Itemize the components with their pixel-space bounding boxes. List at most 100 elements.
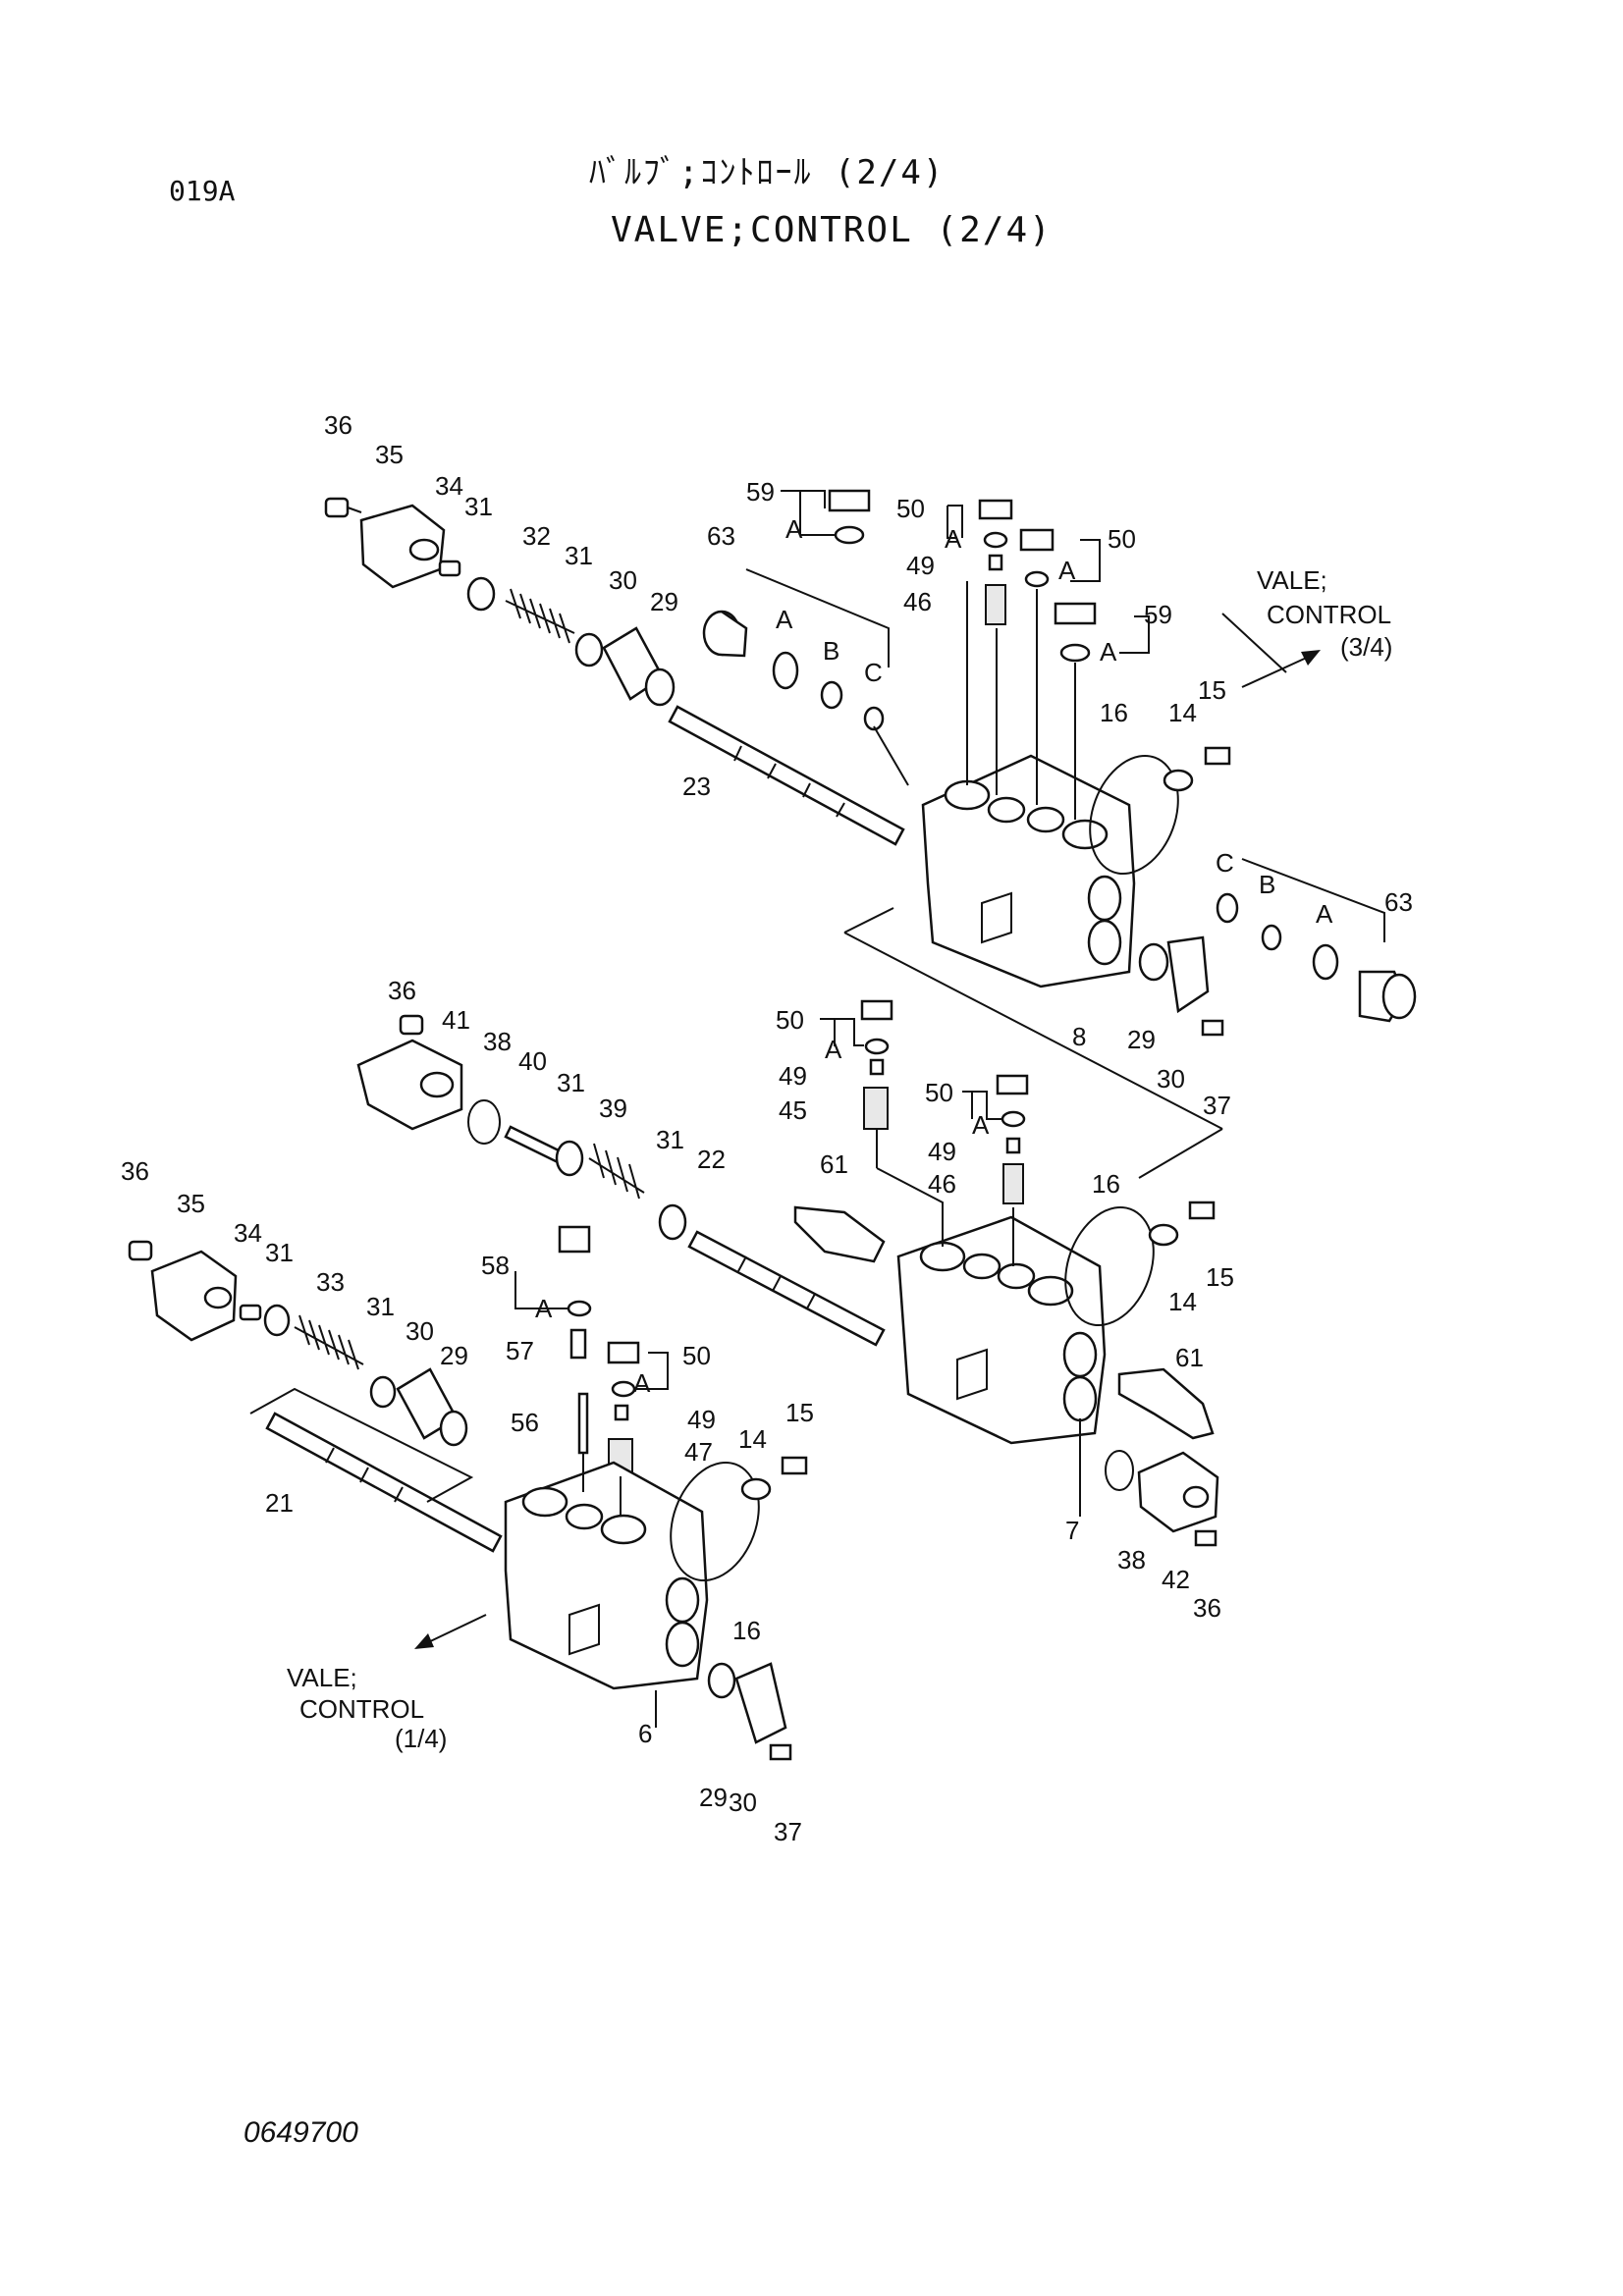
oring-50-middle-a [864, 1038, 890, 1055]
spring-15-lower [781, 1456, 808, 1475]
middle-spool-assembly [356, 1014, 886, 1347]
valve-body-8 [921, 754, 1169, 988]
callout-A: A [1316, 899, 1333, 929]
callout-37: 37 [774, 1817, 802, 1846]
valve-body-7 [896, 1215, 1107, 1445]
callout-29: 29 [650, 587, 678, 616]
callout-31: 31 [557, 1068, 585, 1097]
callout-15: 15 [1198, 675, 1226, 705]
plug-50-middle-a [860, 999, 893, 1021]
callout-31: 31 [464, 492, 493, 521]
callout-29: 29 [1127, 1025, 1156, 1054]
callout-38: 38 [483, 1027, 512, 1056]
callout-35: 35 [177, 1189, 205, 1218]
callout-A: A [633, 1368, 651, 1398]
ring-C-right [1216, 892, 1239, 924]
callout-labels: 3635343132313029236359AABC50A494650A59A1… [121, 410, 1413, 1846]
callout-7: 7 [1065, 1516, 1079, 1545]
ring-C-left [863, 706, 885, 731]
callout-36: 36 [324, 410, 352, 440]
spring-49-lower [614, 1404, 629, 1421]
spring-32 [505, 588, 575, 644]
title-japanese: ﾊﾞﾙﾌﾞ;ｺﾝﾄﾛｰﾙ (2/4) [589, 153, 946, 192]
cap-42 [1137, 1451, 1219, 1533]
ring-B-right [1261, 924, 1282, 951]
callout-16: 16 [1092, 1169, 1120, 1199]
callout-36: 36 [121, 1156, 149, 1186]
callout-31: 31 [366, 1292, 395, 1321]
plug-59-top [828, 489, 871, 512]
cap-41 [356, 1039, 463, 1131]
ref-3-4-line3: (3/4) [1340, 632, 1392, 662]
callout-30: 30 [406, 1316, 434, 1346]
callout-45: 45 [779, 1095, 807, 1125]
callout-42: 42 [1162, 1565, 1190, 1594]
plug-50-top [978, 499, 1013, 520]
callout-31: 31 [656, 1125, 684, 1154]
seat-31-lower-a [263, 1304, 291, 1337]
part-61-right [1117, 1367, 1215, 1440]
spring-57 [569, 1328, 587, 1360]
callout-40: 40 [518, 1046, 547, 1076]
spool-21 [265, 1412, 503, 1553]
lower-top-parts [558, 1225, 640, 1477]
spring-49-middle-b [1005, 1137, 1021, 1154]
callout-33: 33 [316, 1267, 345, 1297]
title-english: VALVE;CONTROL (2/4) [611, 210, 1053, 250]
plate-30-lower-right [734, 1662, 787, 1744]
callout-A: A [945, 524, 962, 554]
callout-16: 16 [1100, 698, 1128, 727]
pin-56 [577, 1392, 589, 1455]
spring-15-upper [1204, 746, 1231, 766]
oring-59-top [834, 525, 865, 545]
callout-14: 14 [738, 1424, 767, 1454]
oring-50-top [983, 531, 1008, 549]
seal-29-lower-right [707, 1662, 736, 1699]
piston-46-middle [1002, 1163, 1024, 1204]
ref-1-4-line1: VALE; [287, 1663, 357, 1692]
ref-3-4-line2: CONTROL [1267, 600, 1391, 629]
spool-22 [687, 1230, 886, 1347]
callout-49: 49 [906, 551, 935, 580]
upper-spool-assembly [324, 497, 905, 846]
callout-39: 39 [599, 1094, 627, 1123]
callout-6: 6 [638, 1719, 652, 1748]
callout-34: 34 [435, 471, 463, 501]
callout-29: 29 [440, 1341, 468, 1370]
oring-16-lower [670, 1461, 760, 1582]
drawing-number: 0649700 [243, 2116, 358, 2149]
plate-30-upper-right [1166, 935, 1210, 1014]
bolt-37-lower [769, 1743, 792, 1761]
callout-59: 59 [1144, 600, 1172, 629]
callout-36: 36 [388, 976, 416, 1005]
plug-14-lower [740, 1477, 772, 1501]
middle-top-parts [860, 999, 1029, 1204]
callout-15: 15 [1206, 1262, 1234, 1292]
oring-38-middle [467, 1099, 501, 1145]
callout-38: 38 [1117, 1545, 1146, 1575]
callout-21: 21 [265, 1488, 294, 1518]
callout-46: 46 [928, 1169, 956, 1199]
valve-body-6 [504, 1461, 709, 1690]
spring-15-middle [1188, 1201, 1216, 1220]
ref-1-4-line3: (1/4) [395, 1724, 447, 1753]
callout-A: A [1100, 637, 1117, 667]
plug-58 [558, 1225, 591, 1254]
seal-29-lower [439, 1410, 468, 1447]
part-34-lower [239, 1304, 262, 1321]
callout-49: 49 [779, 1061, 807, 1091]
seat-31-upper-b [574, 632, 604, 667]
callout-46: 46 [903, 587, 932, 616]
callout-23: 23 [682, 772, 711, 801]
ref-3-4-line1: VALE; [1257, 565, 1327, 595]
spring-33 [294, 1314, 364, 1370]
part-34-upper [438, 560, 461, 577]
ring-B-left [820, 680, 843, 710]
piston-46-top [985, 584, 1006, 625]
spring-49-middle-a [869, 1058, 885, 1076]
lower-spool-assembly [128, 1240, 503, 1553]
piston-45 [863, 1087, 889, 1130]
callout-A: A [1058, 556, 1076, 585]
leader-lines-upper [745, 490, 1385, 1179]
